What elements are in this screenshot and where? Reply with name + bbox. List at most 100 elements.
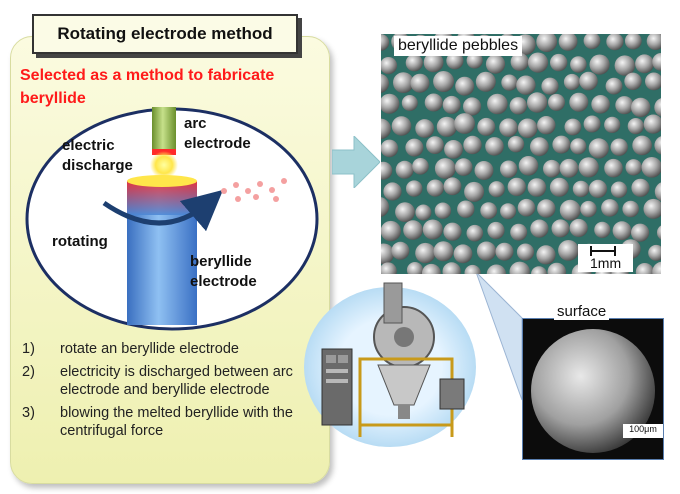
pebble [434, 202, 452, 219]
pebble [477, 117, 496, 136]
pebble [624, 34, 642, 50]
pebble [543, 159, 561, 178]
pebble [443, 222, 462, 241]
pebble [601, 199, 619, 217]
pebble [381, 161, 393, 180]
pebble [588, 179, 608, 198]
rotation-arrow [102, 189, 224, 232]
pebble [423, 52, 444, 73]
pebble [395, 160, 414, 179]
pebble [421, 263, 441, 274]
pebble [531, 266, 547, 274]
pebble [464, 181, 485, 202]
pebble [610, 181, 628, 198]
pebble [403, 220, 423, 240]
surface-photo [522, 318, 664, 460]
pebble [612, 221, 632, 241]
pebble [517, 198, 536, 217]
pebble [549, 177, 569, 197]
pebble [559, 199, 581, 221]
pebble [604, 158, 623, 178]
pebble [579, 71, 598, 91]
pebble [412, 158, 429, 175]
arc-electrode [152, 107, 176, 151]
pebbles-label: beryllide pebbles [394, 36, 523, 56]
pebble [627, 118, 644, 135]
discharge-glow [150, 151, 178, 179]
pebble [654, 182, 661, 202]
rotating-label: rotating [52, 233, 108, 250]
pebble [635, 54, 654, 74]
pebble [457, 200, 475, 218]
pebble [444, 140, 463, 159]
pebble [536, 34, 558, 53]
pebble [552, 135, 571, 154]
pebble [588, 138, 609, 159]
pebble [583, 115, 601, 133]
pebble [632, 135, 652, 156]
pebble [516, 75, 536, 95]
pebble [548, 93, 565, 111]
diagram-title: Rotating electrode method [32, 14, 298, 54]
pebble [487, 221, 505, 240]
pebble [446, 52, 464, 70]
pebble [570, 56, 587, 73]
pebble [455, 76, 475, 96]
pebble [442, 95, 461, 114]
pebble [558, 34, 578, 51]
pebble [550, 53, 568, 72]
pebble [501, 74, 518, 91]
pebble [547, 262, 567, 274]
pebble [443, 177, 462, 196]
pebble [381, 197, 390, 217]
pebble [654, 136, 661, 155]
pebble [474, 161, 494, 180]
pebble [442, 262, 461, 274]
pebble [383, 182, 402, 201]
pebble [406, 180, 423, 197]
pebble [530, 219, 549, 238]
pebble [509, 261, 530, 274]
pebble [536, 245, 556, 265]
pebble [488, 181, 505, 198]
droplets [221, 178, 287, 202]
pebble [454, 113, 475, 134]
pebble [541, 77, 559, 95]
sem-sphere [531, 329, 655, 453]
pebble [615, 96, 634, 115]
pebble [654, 98, 661, 117]
pebble [527, 52, 549, 73]
pebbles-scale-text: 1mm [590, 255, 622, 271]
pebble [500, 203, 517, 220]
step-item: 2)electricity is discharged between arc … [22, 364, 293, 398]
pebble [381, 93, 400, 114]
pebble [648, 244, 661, 261]
pebble [475, 71, 496, 92]
pebble [426, 179, 444, 197]
pebble [466, 52, 483, 69]
pebble [415, 119, 435, 138]
pebble [610, 138, 628, 156]
pebble [537, 199, 556, 218]
pebble [509, 97, 527, 115]
pebble [641, 157, 661, 178]
pebble [381, 73, 389, 93]
pebble [381, 262, 397, 274]
pebble [635, 263, 654, 274]
pebble [589, 54, 610, 75]
pebble [463, 97, 482, 116]
process-steps: 1)rotate an beryllide electrode 2)electr… [18, 340, 323, 445]
pebble [569, 92, 589, 112]
pebble [569, 218, 588, 238]
pebble [518, 156, 539, 176]
pebble [530, 137, 549, 157]
pebble [393, 72, 414, 93]
pebbles-photo [381, 34, 661, 274]
pebble [605, 77, 623, 95]
pebble [415, 204, 432, 221]
pebble [614, 55, 635, 76]
pebble [401, 95, 418, 111]
pebble [537, 116, 556, 135]
